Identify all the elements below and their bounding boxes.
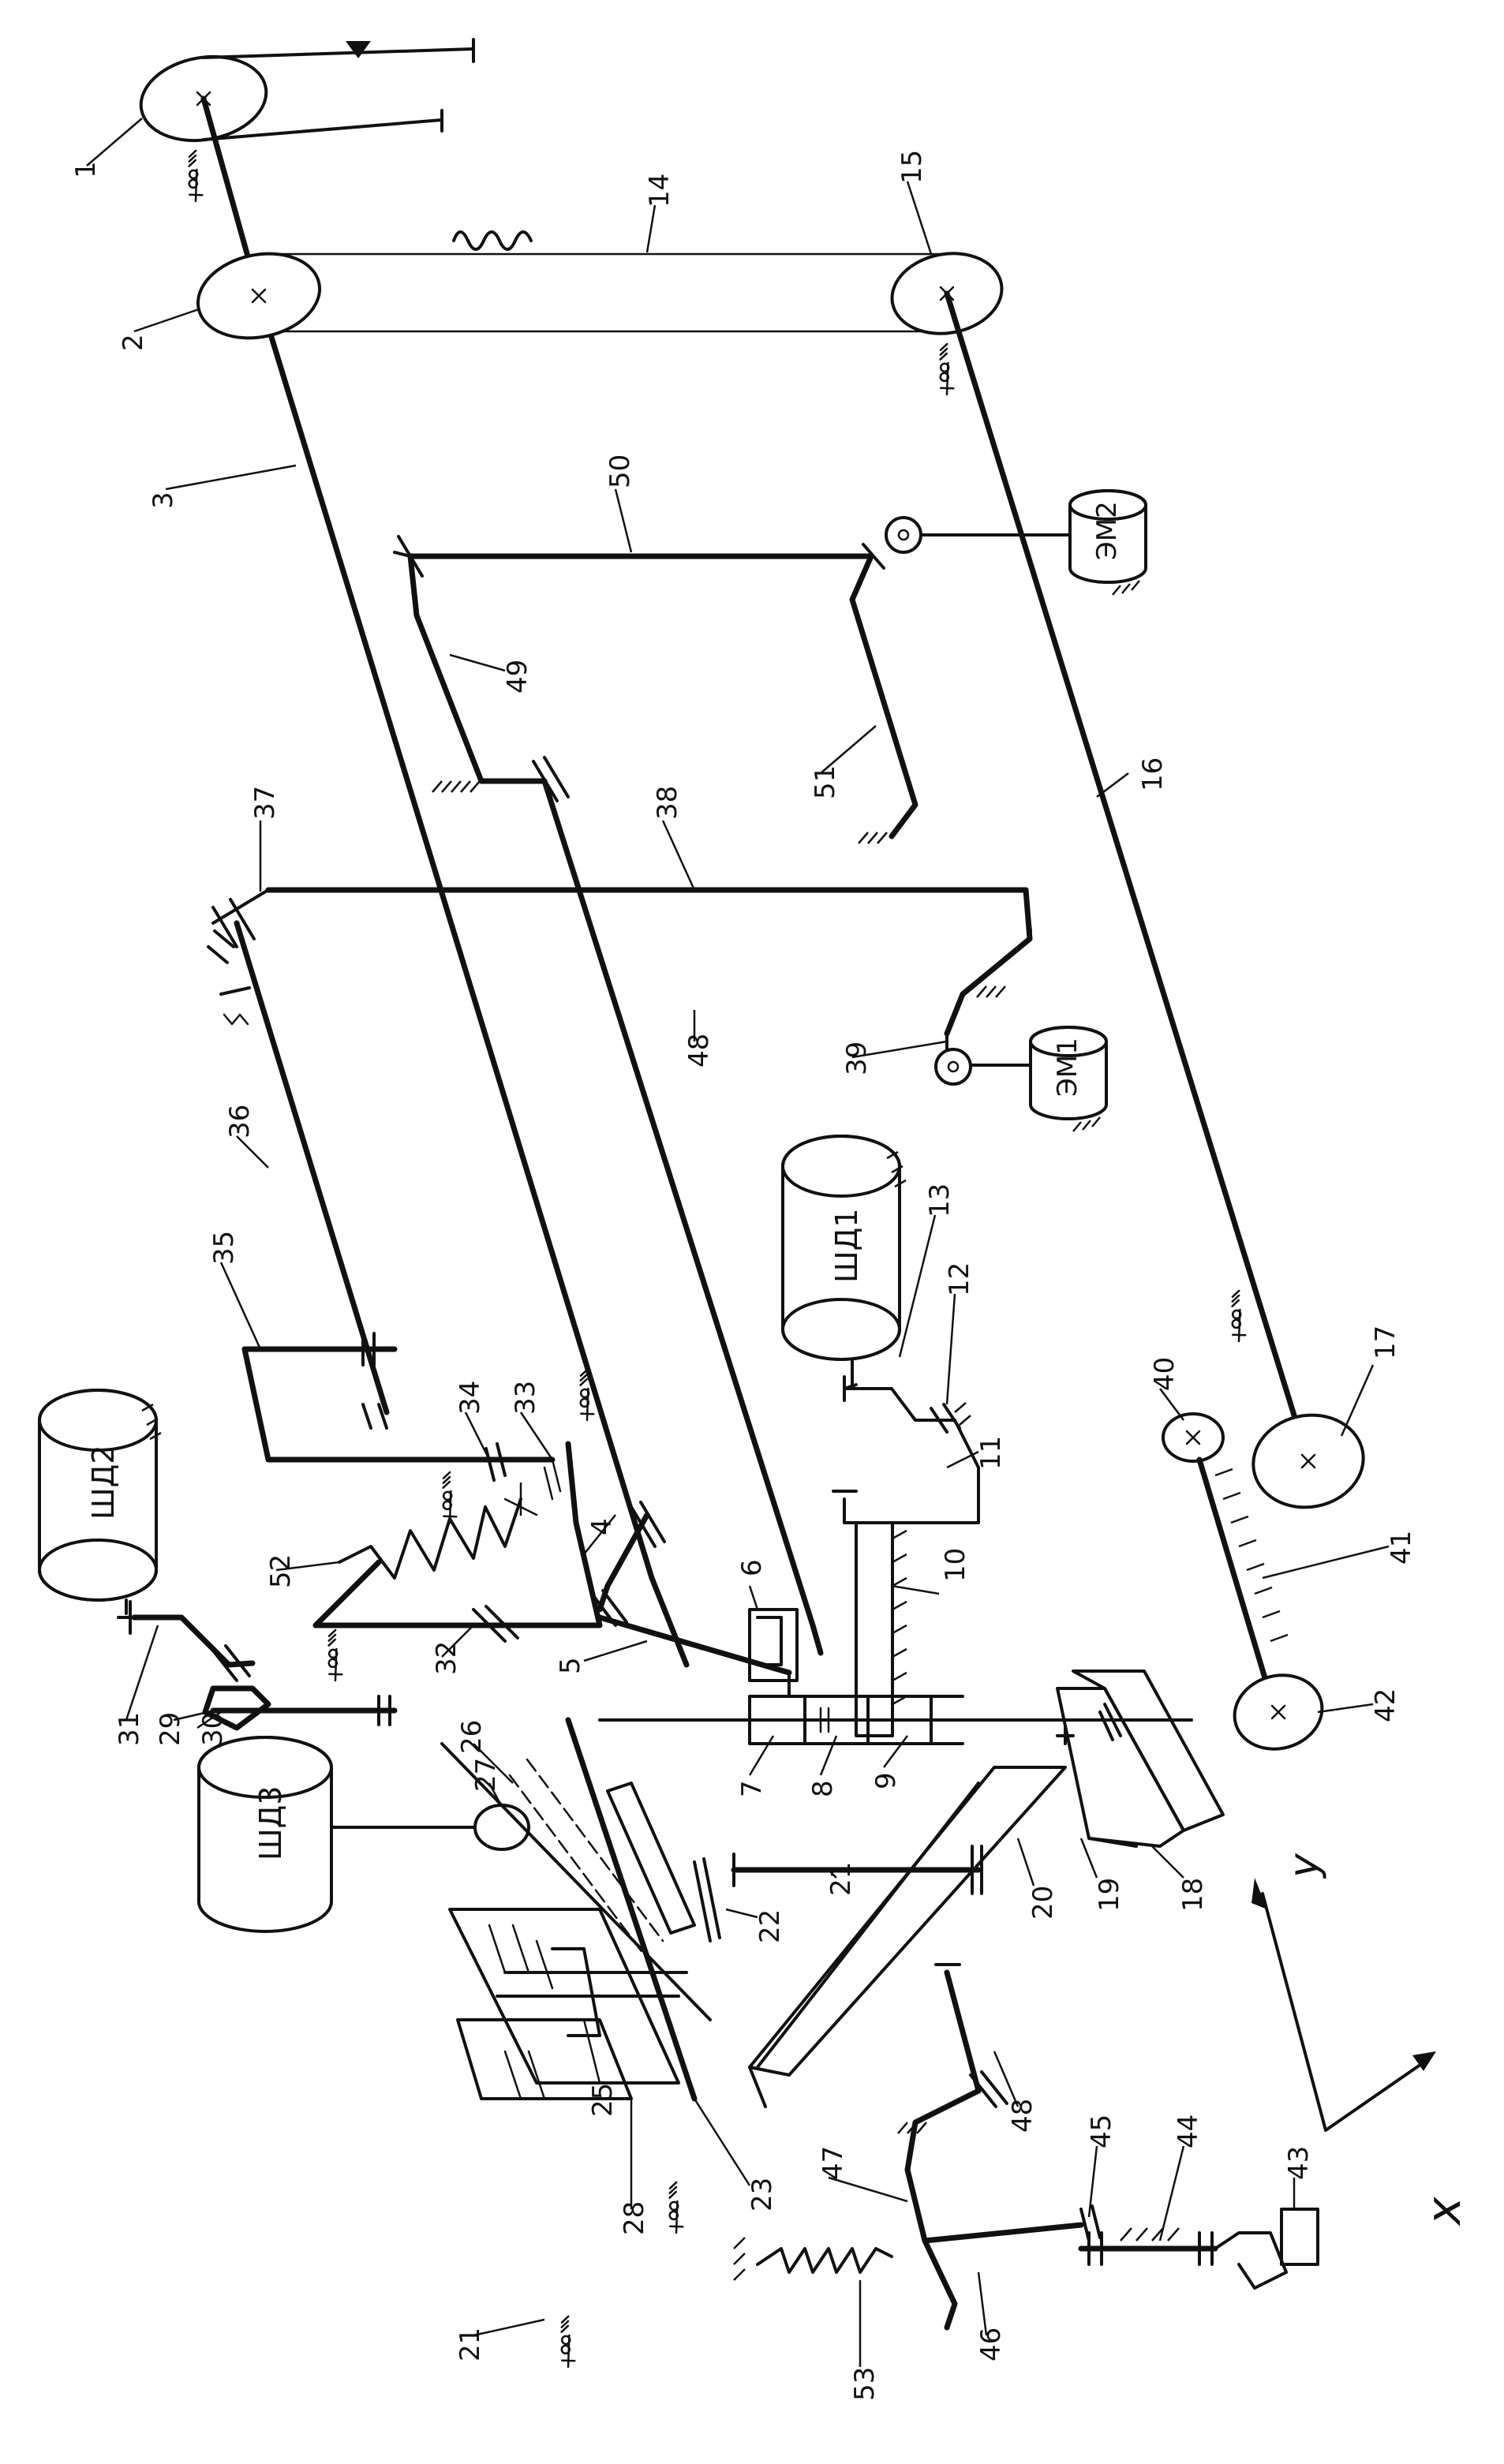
label-51: 51	[810, 765, 841, 799]
label-48: 48	[683, 1034, 715, 1067]
label-19: 19	[1094, 1878, 1125, 1912]
label-34: 34	[455, 1381, 486, 1415]
label-31: 31	[114, 1712, 145, 1746]
label-33: 33	[510, 1381, 541, 1415]
label-4: 4	[586, 1518, 618, 1535]
sd3-motor: ШД3	[197, 1736, 712, 2021]
label-6: 6	[736, 1559, 768, 1576]
label-50: 50	[604, 454, 636, 488]
label-14: 14	[644, 174, 675, 208]
label-8: 8	[807, 1780, 839, 1797]
label-29: 29	[155, 1712, 186, 1746]
pulley-2	[196, 252, 322, 340]
label-42: 42	[1370, 1688, 1401, 1722]
label-46: 46	[975, 2328, 1007, 2361]
label-32: 32	[431, 1641, 462, 1675]
label-47: 47	[817, 2146, 849, 2180]
table-frame	[448, 1717, 698, 2102]
label-1: 1	[70, 161, 102, 178]
lever-system-37-38-39	[211, 887, 1033, 1059]
shaft-16	[944, 290, 1311, 1464]
lever-36	[207, 920, 390, 1415]
label-16: 16	[1137, 757, 1169, 791]
em1-label: ЭМ1	[1052, 1038, 1083, 1097]
label-9: 9	[870, 1772, 902, 1789]
bearing-symbols	[188, 149, 1247, 2369]
label-23: 23	[746, 2178, 778, 2212]
spring-52	[338, 1497, 522, 1580]
label-7: 7	[736, 1780, 768, 1797]
label-27: 27	[470, 1758, 502, 1792]
sd2-label: ШД2	[86, 1445, 121, 1520]
label-37: 37	[249, 786, 281, 820]
lower-lever-43-47	[733, 1963, 1319, 2331]
label-15: 15	[896, 150, 928, 184]
axis-label-y: y	[1281, 1853, 1328, 1879]
label-39: 39	[841, 1041, 873, 1075]
spring-53	[756, 2247, 893, 2274]
link-4-5	[590, 1501, 792, 1676]
pulley-1	[139, 38, 475, 143]
label-2: 2	[118, 334, 149, 351]
belt-direction-arrow-icon	[346, 41, 371, 58]
linkage-29-35	[117, 1332, 603, 1731]
label-18: 18	[1177, 1878, 1209, 1912]
label-41: 41	[1386, 1531, 1417, 1565]
axis-label-x: x	[1416, 2197, 1472, 2227]
carriage-18-19	[1056, 1669, 1225, 1848]
reference-labels: 1 2 3 4 5 6 7 8 9 10 11 12 13 14 15 16 1…	[70, 118, 1417, 2401]
label-11: 11	[975, 1436, 1007, 1470]
label-48-bottom: 48	[1007, 2099, 1038, 2133]
label-17: 17	[1370, 1325, 1401, 1359]
label-30: 30	[197, 1712, 229, 1746]
em2-actuator: ЭМ2	[885, 489, 1147, 596]
label-13: 13	[924, 1183, 956, 1217]
label-10: 10	[940, 1548, 971, 1582]
slide-20-21	[693, 1766, 1067, 2108]
sd3-label: ШД3	[253, 1786, 288, 1861]
em2-label: ЭМ2	[1091, 501, 1123, 560]
gear-train-10-13	[832, 1375, 980, 1737]
label-26: 26	[456, 1720, 488, 1754]
sd1-motor: ШД1	[781, 1135, 907, 1390]
label-22: 22	[754, 1909, 786, 1943]
label-45: 45	[1086, 2114, 1117, 2148]
axes-indicator: y x	[1251, 1853, 1472, 2227]
gear-40-rack-41-gear-42	[1162, 1412, 1324, 1751]
label-21: 21	[825, 1862, 857, 1896]
label-12: 12	[944, 1262, 975, 1296]
label-21-bottom: 21	[455, 2328, 486, 2361]
label-28: 28	[619, 2201, 650, 2235]
label-38: 38	[652, 786, 683, 820]
em1-actuator: ЭМ1	[934, 1026, 1108, 1132]
sd2-motor: ШД2	[38, 1389, 162, 1615]
label-43: 43	[1283, 2146, 1315, 2180]
label-25: 25	[587, 2083, 619, 2117]
lever-system-49-50-51	[393, 535, 918, 1628]
label-49: 49	[502, 660, 533, 694]
label-40: 40	[1149, 1357, 1180, 1391]
label-36: 36	[224, 1105, 256, 1139]
belt-14	[257, 230, 941, 333]
label-35: 35	[208, 1231, 240, 1265]
spindle-7-9	[598, 1608, 1193, 1745]
label-20: 20	[1027, 1886, 1059, 1920]
gear-17	[1251, 1413, 1365, 1509]
label-44: 44	[1173, 2114, 1204, 2148]
label-53: 53	[849, 2367, 881, 2401]
sd1-label: ШД1	[829, 1209, 864, 1284]
label-3: 3	[148, 492, 179, 509]
label-5: 5	[555, 1657, 586, 1674]
label-52: 52	[265, 1554, 297, 1588]
